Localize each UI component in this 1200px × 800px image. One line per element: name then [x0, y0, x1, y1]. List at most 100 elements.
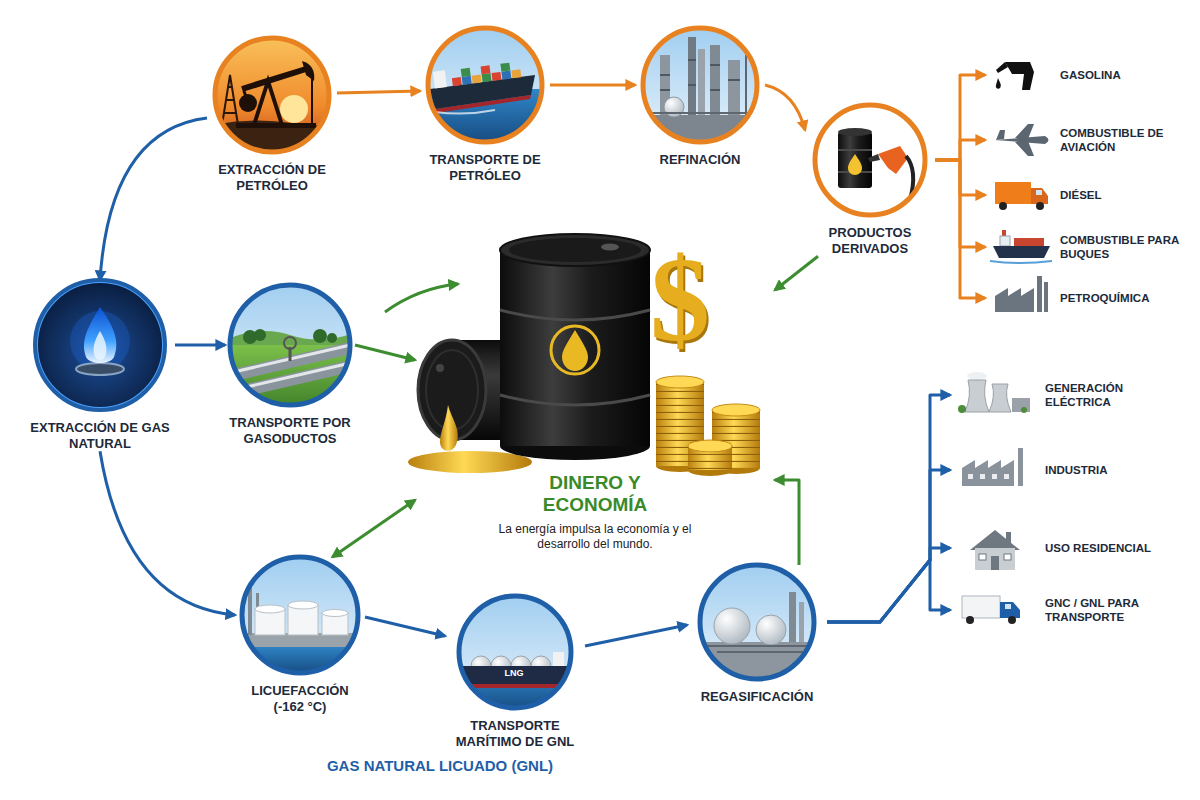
flow-arrow — [775, 480, 799, 565]
products-scene — [848, 154, 862, 175]
products-scene — [810, 100, 930, 220]
lng-carrier-scene — [459, 596, 571, 708]
output-item: COMBUSTIBLE PARA BUQUES — [985, 227, 1185, 267]
gasoline-nozzle-icon — [996, 62, 1034, 90]
regas-terminal-scene — [789, 592, 796, 642]
item-text: PETROQUÍMICA — [1060, 291, 1185, 305]
lng-plant-scene — [288, 601, 318, 609]
oil-pumpjack-scene — [311, 79, 313, 125]
icon-slot — [950, 450, 1045, 490]
pipeline-scene — [327, 333, 337, 343]
oil-tanker-scene — [501, 71, 511, 80]
section-title: GAS NATURAL LICUADO (GNL) — [260, 757, 620, 775]
oil-tanker-scene — [461, 68, 471, 77]
lng-plant-scene — [240, 555, 360, 675]
item-label: INDUSTRIA — [1045, 463, 1180, 477]
flow-arrow — [827, 395, 950, 622]
oil-tanker-scene — [425, 25, 545, 145]
flow-arrow — [935, 75, 985, 160]
output-item: PETROQUÍMICA — [985, 278, 1185, 318]
circle-frame — [235, 557, 365, 673]
refinery-scene — [698, 49, 705, 115]
item-text: COMBUSTIBLE DE AVIACIÓN — [1060, 126, 1185, 155]
flow-arrow — [550, 84, 635, 87]
power-plant-icon — [965, 380, 989, 412]
oil-money-illustration — [712, 404, 760, 416]
item-text: GNC / GNL PARA TRANSPORTE — [1045, 596, 1180, 625]
gas-flame-scene — [35, 280, 165, 410]
ship-icon — [1000, 236, 1010, 246]
item-label: GNC / GNL PARA TRANSPORTE — [1045, 596, 1180, 625]
refinery-scene — [640, 25, 760, 145]
oil-tanker-scene — [472, 74, 482, 83]
gasoline-nozzle-icon — [1005, 62, 1034, 90]
pipeline-scene — [225, 365, 355, 395]
node-label: REFINACIÓN — [635, 152, 765, 168]
regas-terminal-scene — [700, 565, 814, 679]
circle-frame — [25, 280, 175, 410]
pipeline-scene — [230, 285, 350, 405]
process-circle: REFINACIÓN — [635, 28, 765, 168]
gas-flame-scene — [76, 363, 124, 375]
regas-terminal-scene — [756, 615, 786, 645]
flow-arrow — [935, 140, 985, 160]
power-plant-icon — [967, 372, 987, 380]
refinery-scene — [660, 60, 740, 90]
power-plant-icon — [958, 405, 966, 413]
industry-icon — [962, 448, 1023, 486]
node-label: PRODUCTOS DERIVADOS — [805, 225, 935, 256]
flow-arrow — [100, 118, 207, 280]
item-label: DIÉSEL — [1060, 188, 1185, 202]
power-plant-icon — [958, 372, 1030, 413]
products-scene — [838, 132, 872, 188]
oil-pumpjack-scene — [236, 123, 316, 128]
refinery-scene — [688, 37, 696, 115]
flow-arrow — [100, 451, 235, 615]
oil-pumpjack-scene — [212, 35, 332, 155]
hull-marking: LNG — [502, 669, 526, 678]
oil-money-illustration — [500, 250, 650, 446]
oil-pumpjack-scene — [244, 91, 248, 103]
item-text: INDUSTRIA — [1045, 463, 1180, 477]
pipeline-scene — [225, 280, 355, 410]
refinery-scene — [710, 45, 720, 115]
gas-truck-icon — [966, 616, 974, 624]
industry-icon — [962, 460, 1014, 486]
output-item: GASOLINA — [985, 55, 1185, 95]
ship-icon — [993, 246, 1050, 258]
circle-frame — [225, 285, 355, 405]
item-text: USO RESIDENCIAL — [1045, 541, 1180, 555]
item-label: GENERACIÓN ELÉCTRICA — [1045, 381, 1180, 410]
lng-plant-scene — [322, 610, 348, 617]
oil-money-illustration — [551, 326, 599, 374]
output-item: INDUSTRIA — [950, 450, 1180, 490]
refinery-scene — [643, 28, 757, 142]
lng-plant-scene — [240, 555, 360, 675]
airplane-icon — [1015, 124, 1034, 156]
item-label: COMBUSTIBLE PARA BUQUES — [1060, 233, 1185, 262]
lng-carrier-scene — [455, 592, 575, 712]
gas-flame-scene — [30, 275, 170, 415]
node-label: TRANSPORTE POR GASODUCTOS — [225, 415, 355, 446]
oil-money-illustration — [688, 440, 732, 452]
process-circle: PRODUCTOS DERIVADOS — [805, 105, 935, 256]
products-scene — [815, 105, 925, 215]
oil-pumpjack-scene — [215, 38, 329, 152]
oil-money-illustration — [436, 364, 444, 372]
oil-tanker-scene — [511, 69, 521, 78]
industry-icon — [1004, 474, 1009, 479]
node-label: EXTRACCIÓN DE PETRÓLEO — [207, 162, 337, 193]
airplane-icon — [995, 124, 1049, 156]
lng-plant-scene — [255, 605, 285, 613]
lng-plant-scene — [240, 555, 360, 675]
oil-money-illustration — [601, 244, 619, 251]
gas-flame-scene — [94, 331, 107, 360]
airplane-icon — [996, 130, 1005, 140]
flow-arrow — [175, 344, 225, 347]
power-plant-icon — [1012, 398, 1030, 412]
lng-carrier-scene — [455, 592, 575, 712]
hub-caption: La energía impulsa la economía y el desa… — [490, 522, 700, 553]
oil-tanker-scene — [433, 60, 521, 88]
oil-money-illustration — [656, 376, 704, 388]
